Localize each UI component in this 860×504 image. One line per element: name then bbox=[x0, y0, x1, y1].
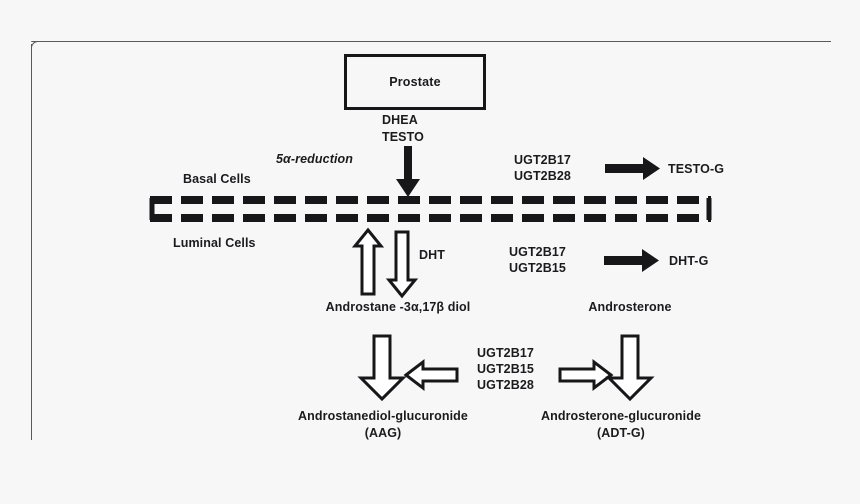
arrow-pair-dht-reversible bbox=[351, 227, 419, 299]
figure-frame-corner bbox=[31, 41, 42, 52]
product-adtg-name-label: Androsterone-glucuronide bbox=[540, 409, 702, 423]
arrow-down-hollow-to-adtg bbox=[605, 334, 655, 402]
product-aag-name-label: Androstanediol-glucuronide bbox=[298, 409, 468, 423]
arrow-right-hollow-glucuronidation bbox=[558, 358, 614, 392]
substrate-dhea-label: DHEA bbox=[382, 113, 418, 127]
prostate-box: Prostate bbox=[344, 54, 486, 110]
substrate-testo-label: TESTO bbox=[382, 130, 424, 144]
enzyme-glucuronidation-ugt2b28-label: UGT2B28 bbox=[477, 378, 534, 392]
product-aag-abbr-label: (AAG) bbox=[364, 426, 402, 440]
product-dht-g-label: DHT-G bbox=[669, 254, 709, 268]
luminal-cells-label: Luminal Cells bbox=[173, 236, 256, 250]
product-adtg-abbr-label: (ADT-G) bbox=[597, 426, 645, 440]
arrow-right-solid-dht-to-dhtg bbox=[604, 249, 660, 273]
cell-membrane-band bbox=[148, 196, 713, 222]
enzyme-testo-ugt2b17-label: UGT2B17 bbox=[514, 153, 571, 167]
arrow-down-solid-prostate-to-membrane bbox=[395, 146, 421, 198]
metabolite-dht-label: DHT bbox=[419, 248, 445, 262]
arrow-right-solid-testo-to-testog bbox=[605, 157, 661, 181]
figure-frame-left-rule bbox=[31, 44, 32, 440]
five-alpha-reduction-label: 5α-reduction bbox=[276, 152, 354, 166]
enzyme-dht-ugt2b17-label: UGT2B17 bbox=[509, 245, 566, 259]
enzyme-testo-ugt2b28-label: UGT2B28 bbox=[514, 169, 571, 183]
metabolite-androsterone-label: Androsterone bbox=[588, 300, 672, 314]
figure-frame-top-rule bbox=[31, 41, 831, 42]
arrow-left-hollow-glucuronidation bbox=[403, 358, 459, 392]
metabolite-androstanediol-label: Androstane -3α,17β diol bbox=[325, 300, 471, 314]
enzyme-glucuronidation-ugt2b17-label: UGT2B17 bbox=[477, 346, 534, 360]
prostate-box-label: Prostate bbox=[389, 75, 441, 89]
enzyme-dht-ugt2b15-label: UGT2B15 bbox=[509, 261, 566, 275]
enzyme-glucuronidation-ugt2b15-label: UGT2B15 bbox=[477, 362, 534, 376]
product-testo-g-label: TESTO-G bbox=[668, 162, 725, 176]
arrow-down-hollow-to-aag bbox=[357, 334, 407, 402]
basal-cells-label: Basal Cells bbox=[183, 172, 251, 186]
